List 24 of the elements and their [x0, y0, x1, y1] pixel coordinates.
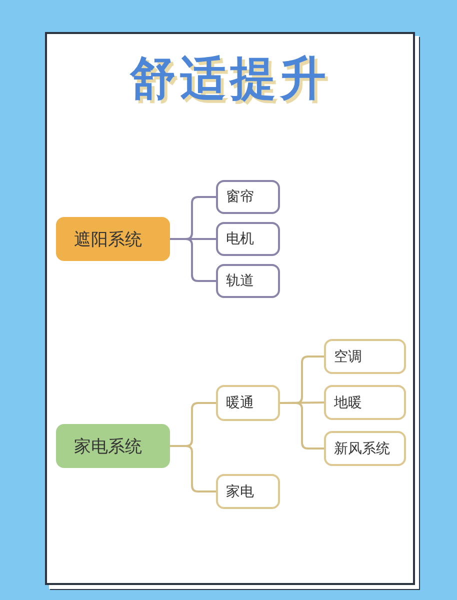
node-label: 空调 [334, 348, 362, 366]
node-label: 地暖 [334, 394, 362, 412]
item-box [216, 474, 280, 509]
item-box [324, 385, 406, 420]
connector-line [170, 445, 216, 492]
connector-line [280, 402, 324, 450]
node-label: 暖通 [226, 394, 254, 412]
connector-line [170, 238, 216, 282]
item-box [216, 222, 280, 256]
item-box [216, 385, 280, 421]
node-label: 家电 [226, 482, 254, 500]
category-box [56, 217, 170, 261]
item-box [324, 431, 406, 466]
item-box [324, 339, 406, 374]
title: 舒适提升 [128, 50, 331, 107]
item-box [216, 180, 280, 214]
item-box [216, 264, 280, 298]
node-label: 窗帘 [226, 188, 254, 206]
node-label: 家电系统 [74, 436, 142, 458]
node-label: 电机 [226, 230, 254, 248]
node-label: 新风系统 [334, 440, 390, 458]
node-label: 轨道 [226, 272, 254, 290]
node-label: 遮阳系统 [74, 228, 142, 250]
category-box [56, 424, 170, 468]
